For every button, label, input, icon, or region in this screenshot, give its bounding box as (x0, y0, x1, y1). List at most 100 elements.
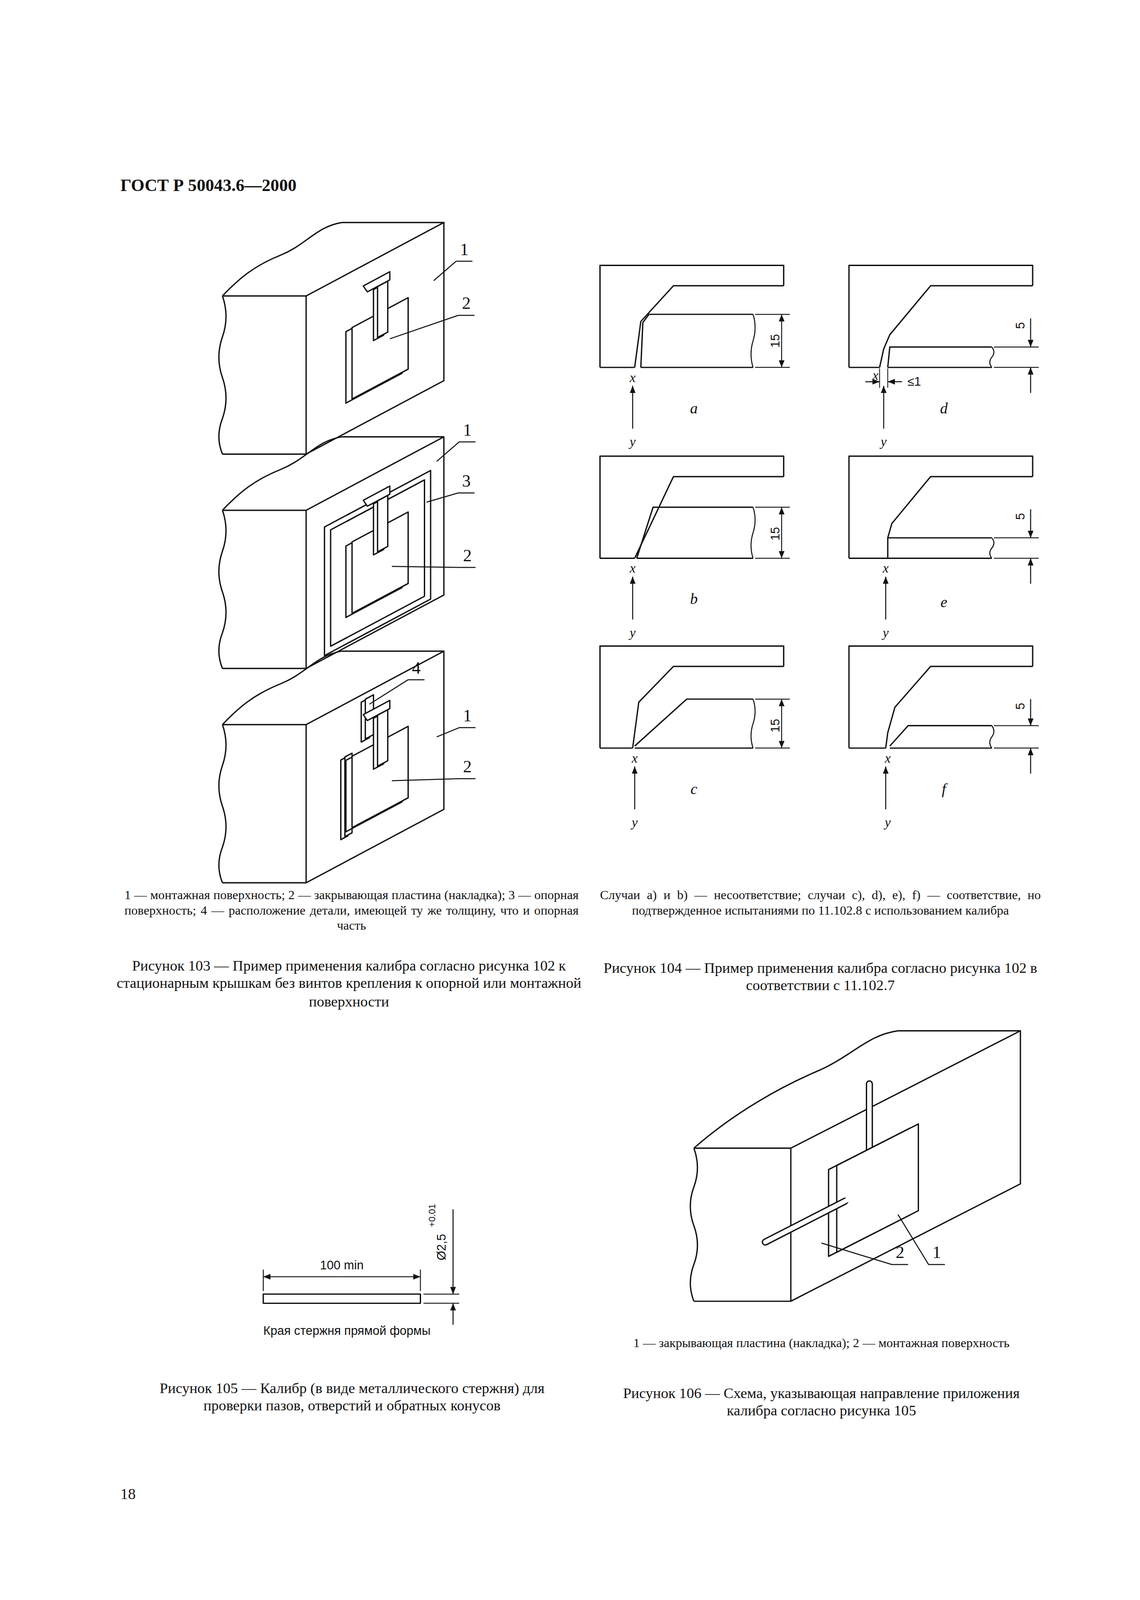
direction-arrow (634, 766, 636, 809)
leader-line (436, 441, 476, 462)
axis-letter: y (882, 624, 889, 641)
wall-profile (599, 747, 633, 749)
gauge-rod (765, 1200, 848, 1242)
block-edge (898, 1029, 1021, 1032)
gauge-hook (377, 709, 388, 766)
figure-note: Случаи a) и b) — несоответствие; случаи … (599, 887, 1041, 919)
dimension-value: 15 (768, 334, 783, 348)
extension-line (994, 346, 1040, 348)
extension-line (423, 1293, 460, 1295)
direction-arrow (632, 385, 633, 429)
figure-note: Края стержня прямой формы (263, 1323, 431, 1338)
case-letter: b (690, 589, 699, 608)
wall-profile (599, 265, 784, 367)
leader-line (821, 1242, 909, 1265)
break-line (690, 1148, 698, 1302)
extension-line (755, 557, 790, 559)
extension-line (878, 368, 880, 388)
wall-profile (599, 645, 784, 748)
dimension-value: Ø2,5 (434, 1233, 450, 1261)
dimension-arrow (1029, 318, 1031, 347)
dimension-line (781, 698, 783, 722)
axis-letter: x (882, 560, 889, 577)
break-line (989, 537, 995, 559)
figure-caption: Рисунок 103 — Пример применения калибра … (114, 957, 584, 1011)
callout-number: 1 (932, 1242, 941, 1264)
gauge-profile (640, 366, 754, 368)
axis-letter: x (631, 750, 638, 767)
gauge-profile (634, 698, 754, 746)
wall-profile (887, 476, 1033, 559)
break-line (751, 698, 756, 749)
dimension-line (263, 1275, 342, 1277)
callout-number: 2 (462, 545, 472, 567)
case-letter: e (940, 592, 948, 612)
direction-arrow (632, 576, 633, 620)
axis-letter: x (629, 560, 636, 577)
leader-line (389, 315, 475, 339)
gauge-profile (887, 366, 992, 368)
leader-line (426, 492, 475, 503)
dimension-value: 5 (1013, 702, 1028, 710)
axis-letter: y (631, 814, 638, 831)
gauge-profile (640, 314, 754, 368)
wall-profile (632, 666, 784, 749)
gauge-profile (634, 747, 754, 749)
dimension-value: 5 (1013, 321, 1028, 329)
extension-line (423, 1302, 460, 1304)
axis-letter: y (629, 433, 636, 450)
dimension-arrow (1029, 557, 1031, 584)
dimension-arrow (887, 381, 902, 382)
break-line (218, 510, 226, 669)
support-frame (330, 479, 425, 647)
extension-line (755, 313, 790, 315)
wall-profile (634, 285, 784, 368)
case-letter: d (939, 398, 948, 417)
wall-profile (885, 666, 1033, 749)
callout-number: 2 (462, 757, 472, 779)
case-letter: f (941, 779, 946, 798)
figure-legend: 1 — закрывающая пластина (накладка); 2 —… (602, 1335, 1041, 1351)
block-edge (341, 221, 444, 224)
extension-line (755, 698, 790, 700)
axis-letter: y (884, 814, 891, 831)
gauge-profile (889, 747, 992, 749)
block-edge (305, 510, 307, 669)
break-line (751, 314, 756, 368)
direction-arrow (883, 385, 884, 429)
extension-line (994, 366, 1040, 368)
dimension-value: 15 (768, 718, 783, 733)
leader-line (369, 679, 425, 705)
figure-legend: 1 — монтажная поверхность; 2 — закрывающ… (124, 887, 579, 934)
block-edge (341, 436, 444, 438)
wall-profile (634, 476, 784, 559)
wall-profile (599, 366, 635, 368)
break-line (218, 724, 226, 883)
extension-line (262, 1269, 264, 1291)
gauge-rod (263, 1293, 421, 1303)
axis-letter: y (629, 624, 636, 641)
dimension-arrow (452, 1303, 454, 1325)
break-line (222, 651, 342, 725)
leader-line (391, 778, 476, 781)
break-line (222, 222, 342, 297)
leader-line (436, 727, 476, 737)
break-line (989, 725, 995, 748)
axis-letter: y (880, 433, 887, 450)
dimension-arrow (1029, 509, 1031, 538)
gauge-profile (887, 346, 992, 368)
page-number: 18 (120, 1484, 182, 1503)
gauge-profile (887, 537, 992, 539)
extension-line (420, 1269, 422, 1291)
gauge-hook (363, 486, 390, 507)
dimension-arrow (1029, 748, 1031, 774)
figure-caption: Рисунок 104 — Пример применения калибра … (599, 959, 1041, 995)
dimension-value: 100 min (320, 1257, 364, 1273)
dimension-value: ≤1 (907, 374, 922, 389)
callout-number: 3 (462, 471, 471, 493)
wall-profile (848, 747, 886, 749)
gauge-profile (889, 725, 992, 746)
extension-line (887, 368, 889, 388)
